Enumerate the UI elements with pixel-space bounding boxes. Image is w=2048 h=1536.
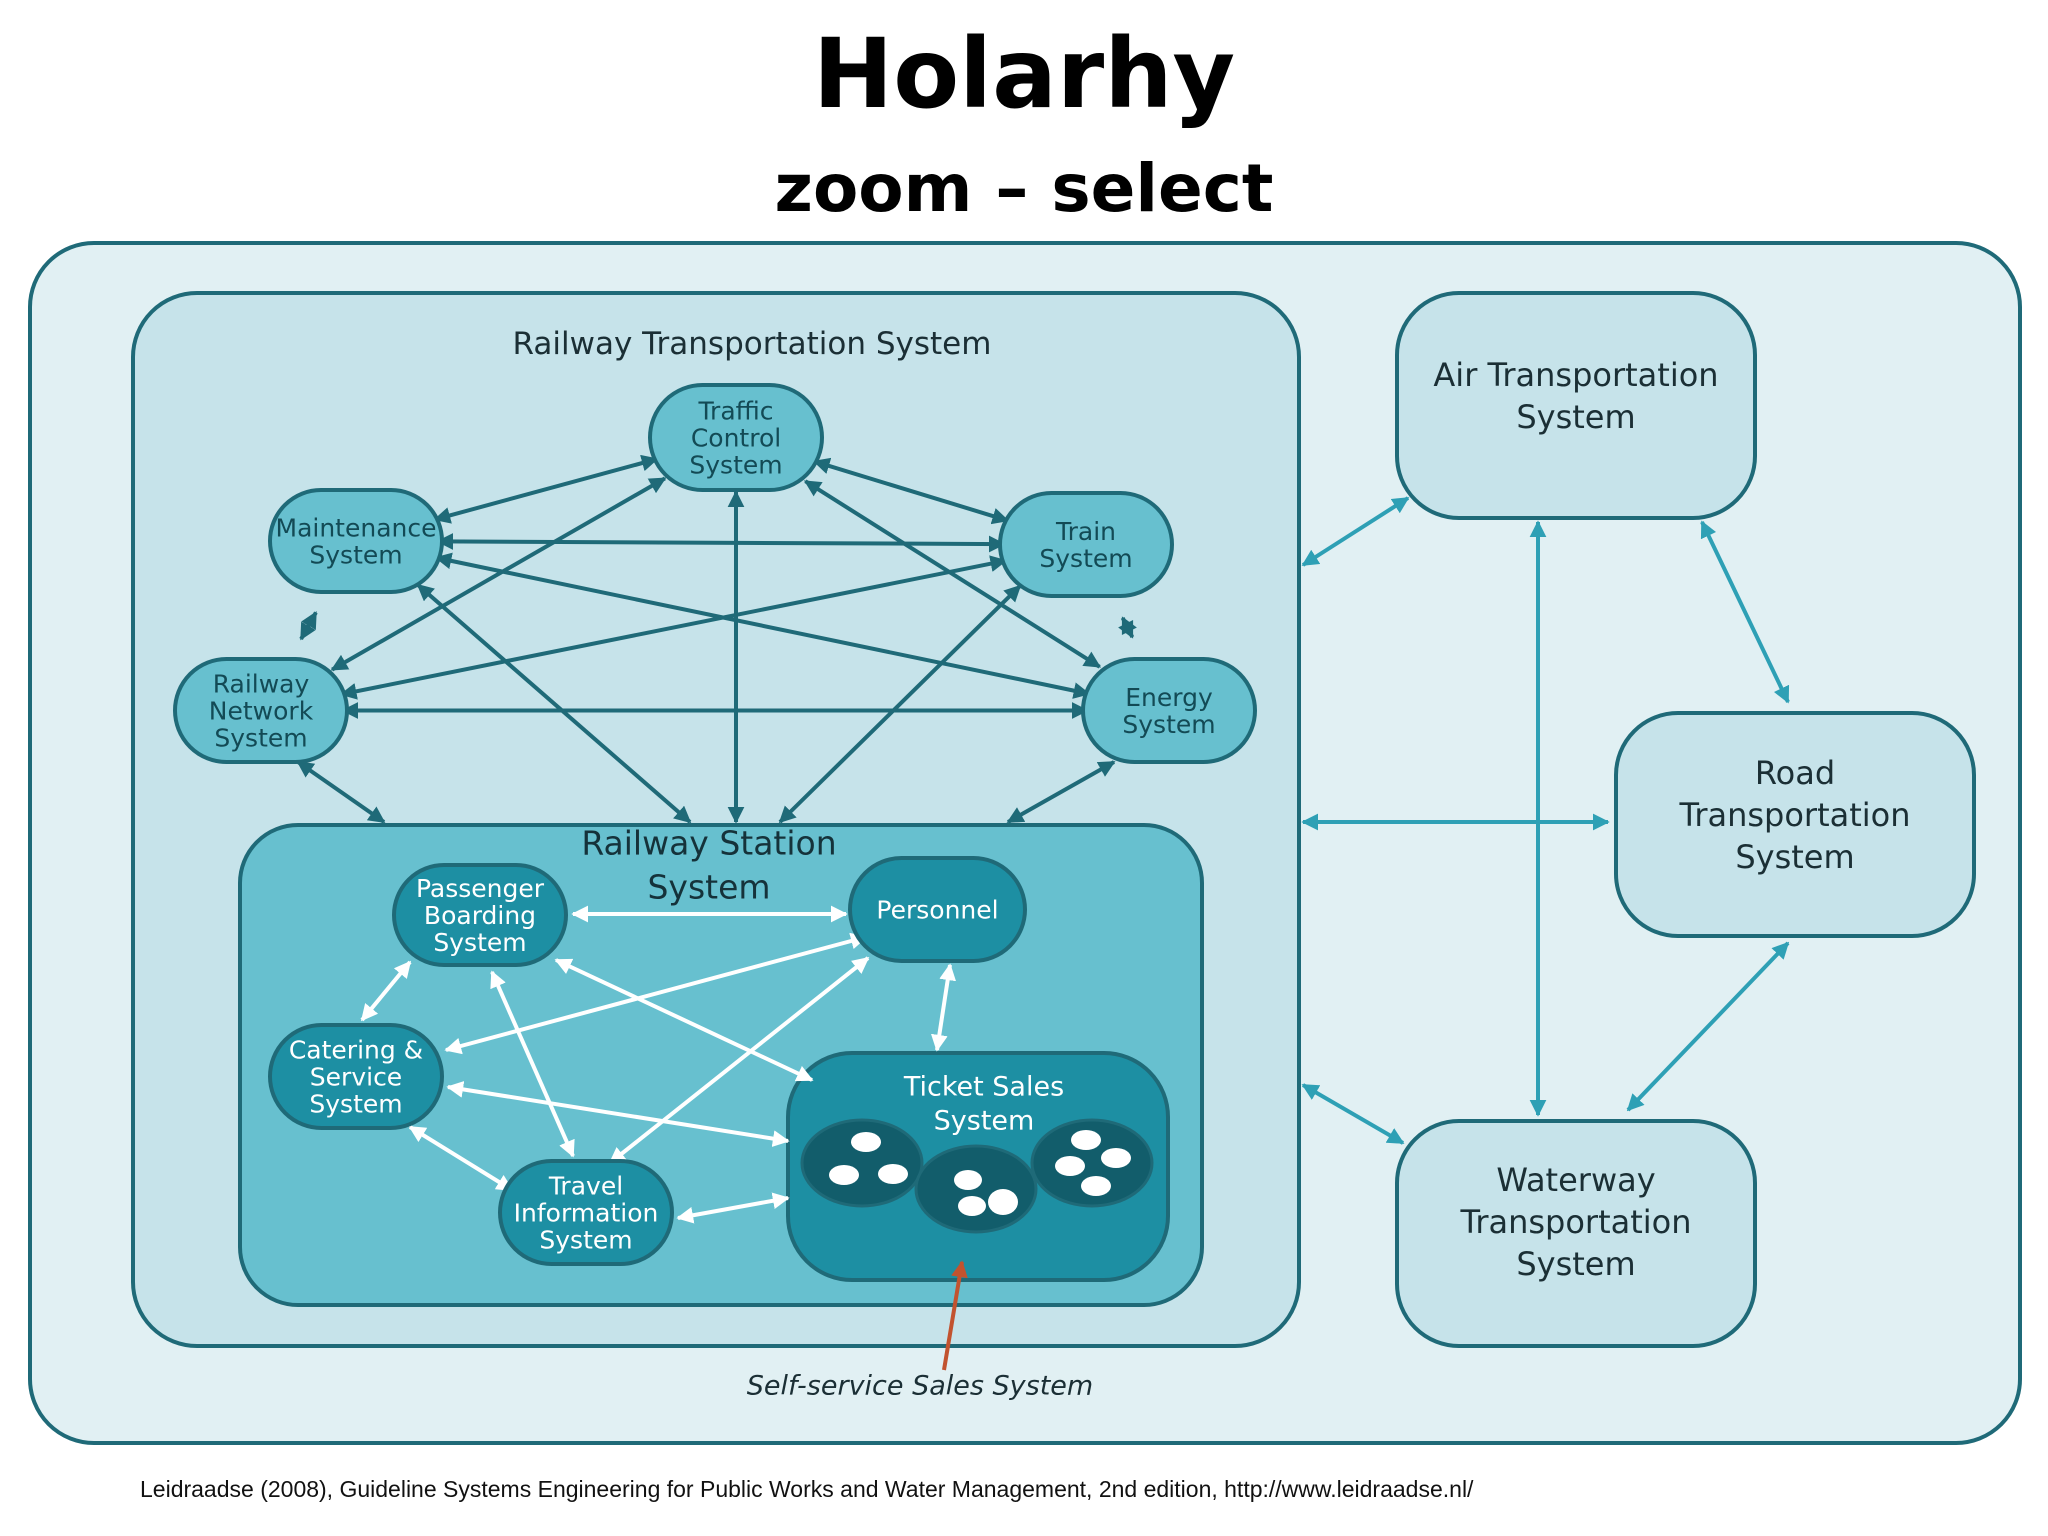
- arrow-catering-travel: [408, 1125, 514, 1192]
- node-boarding: [392, 863, 568, 967]
- railway-system-label: Railway Transportation System: [513, 326, 992, 362]
- arrow-maintenance-network: [299, 611, 318, 641]
- self-service-label: Self-service Sales System: [747, 1370, 1093, 1401]
- node-personnel: [848, 856, 1027, 963]
- arrow-boarding-catering: [360, 960, 412, 1022]
- arrow-railway-waterway: [1301, 1083, 1405, 1145]
- self-service-machine: [1030, 1118, 1154, 1208]
- node-travel: [498, 1159, 674, 1266]
- arrow-personnel-ticket: [930, 963, 957, 1052]
- air-transportation-system: [1395, 291, 1757, 520]
- machine-dot: [1071, 1130, 1101, 1150]
- machine-dot: [1081, 1176, 1111, 1196]
- arrow-road-waterway: [1626, 941, 1790, 1112]
- arrow-self-service: [942, 1260, 968, 1371]
- road-transportation-system: [1614, 711, 1976, 938]
- node-maintenance: [268, 488, 444, 594]
- arrow-railway-air: [1301, 496, 1410, 567]
- machine-dot: [1101, 1148, 1131, 1168]
- node-traffic: [648, 383, 824, 492]
- arrow-air-road: [1700, 520, 1790, 704]
- machine-dot: [954, 1170, 982, 1190]
- node-energy: [1081, 657, 1257, 764]
- arrow-network-station: [296, 760, 386, 824]
- arrow-travel-ticket: [676, 1192, 790, 1224]
- machine-dot: [851, 1132, 881, 1152]
- node-train: [998, 491, 1174, 598]
- node-personnel-label: Personnel: [876, 895, 998, 924]
- machine-dot: [988, 1189, 1018, 1215]
- arrow-maintenance-station: [416, 583, 692, 824]
- slide-subtitle: zoom – select: [774, 150, 1274, 227]
- node-network: [173, 657, 349, 764]
- arrow-train-energy: [1118, 616, 1137, 639]
- waterway-transportation-system: [1395, 1119, 1757, 1348]
- machine-dot: [829, 1165, 859, 1185]
- machine-dot: [878, 1164, 908, 1184]
- citation: Leidraadse (2008), Guideline Systems Eng…: [140, 1476, 1474, 1502]
- arrow-travel-personnel: [608, 956, 870, 1165]
- arrow-energy-station: [1006, 760, 1116, 824]
- arrow-train-station: [778, 584, 1022, 824]
- self-service-machine: [914, 1144, 1038, 1234]
- node-catering: [268, 1023, 444, 1130]
- machine-dot: [958, 1196, 986, 1216]
- machine-dot: [1055, 1156, 1085, 1176]
- slide-title: Holarhy: [812, 18, 1236, 130]
- arrow-maintenance-train: [436, 533, 1006, 553]
